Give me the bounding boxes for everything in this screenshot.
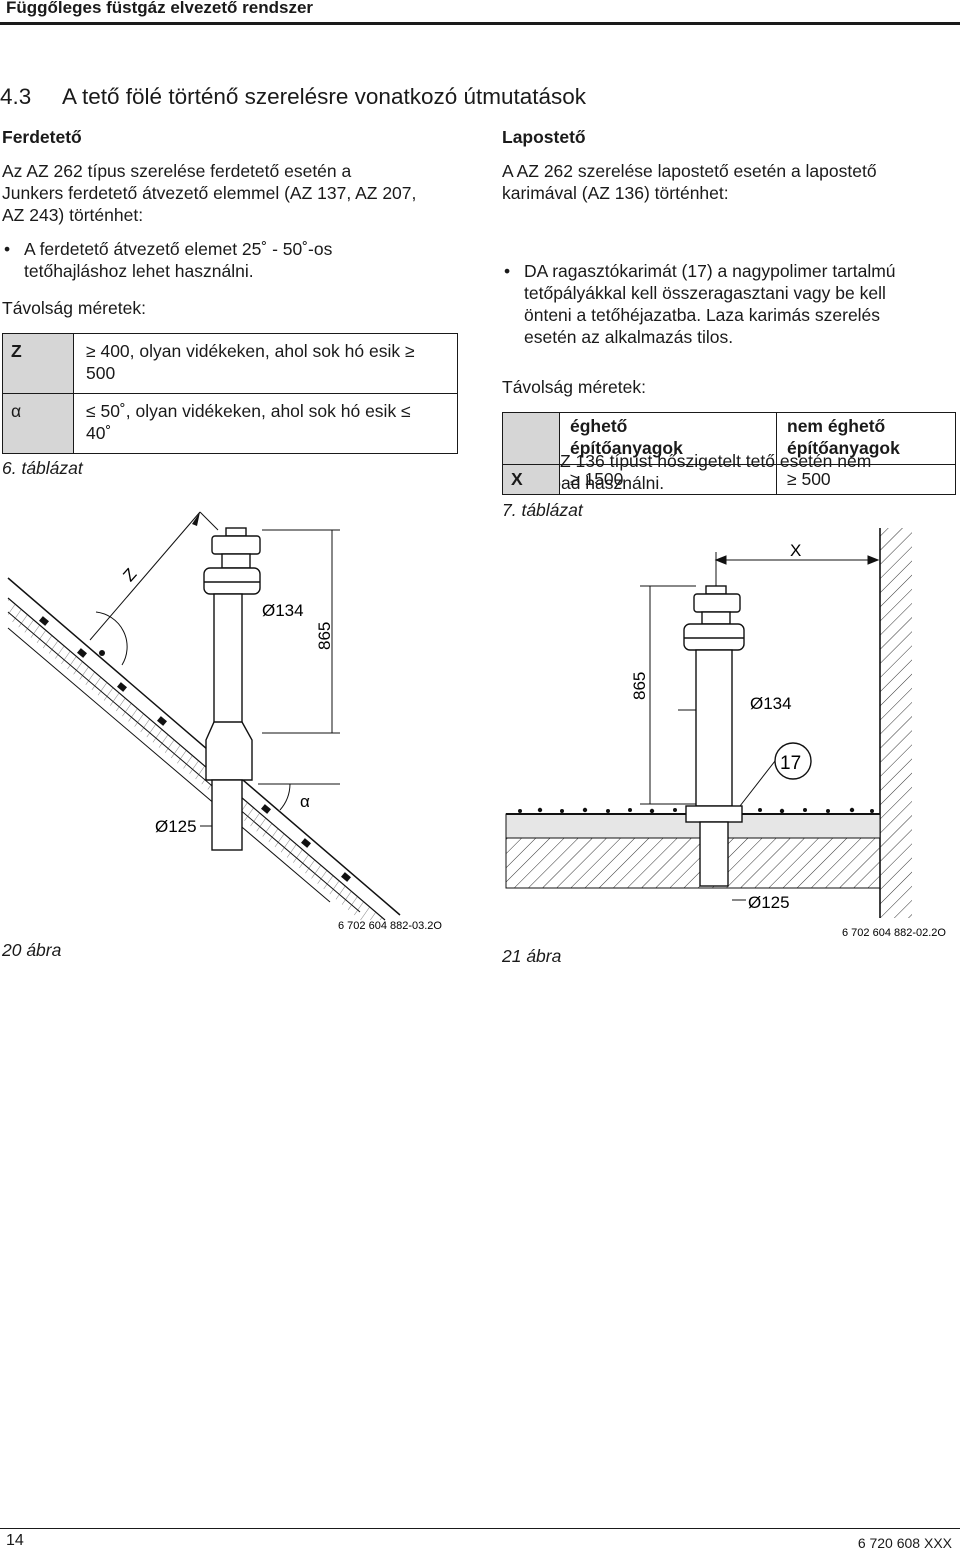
- left-intro-line: Junkers ferdetető átvezető elemmel (AZ 1…: [2, 183, 417, 203]
- table-row-value: ≥ 400, olyan vidékeken, ahol sok hó esik…: [73, 333, 458, 394]
- table-row-key: X: [502, 464, 560, 495]
- table-row-key: α: [2, 393, 74, 454]
- left-intro-line: Az AZ 262 típus szerelése ferdetető eset…: [2, 161, 352, 181]
- left-intro: Az AZ 262 típus szerelése ferdetető eset…: [2, 160, 462, 226]
- section-title: 4.3 A tető fölé történő szerelésre vonatk…: [0, 84, 586, 110]
- height-dimension: [262, 529, 340, 734]
- col-header-line: építőanyagok: [570, 438, 683, 458]
- figure-20-pitched-roof: Z Ø134 865 α Ø125 6 702 604 882-03.2O: [7, 511, 442, 932]
- right-bullet-line: tetőpályákkal kell összeragasztani vagy …: [524, 283, 886, 303]
- left-bullet: A ferdetető átvezető elemet 25˚ - 50˚-os…: [2, 238, 484, 282]
- right-bullet-line: DA ragasztókarimát (17) a nagypolimer ta…: [524, 261, 896, 281]
- label-alpha: α: [300, 792, 310, 811]
- figure-20-code: 6 702 604 882-03.2O: [338, 920, 442, 932]
- flue-pipe: [683, 585, 745, 887]
- doc-number: 6 720 608 XXX: [857, 1535, 952, 1551]
- table-row-value-line: ≤ 50˚, olyan vidékeken, ahol sok hó esik…: [86, 401, 411, 421]
- right-bullet-1: DA ragasztókarimát (17) a nagypolimer ta…: [502, 260, 960, 348]
- wall: [879, 528, 912, 918]
- label-dia-134: Ø134: [750, 694, 792, 713]
- label-865: 865: [315, 622, 334, 650]
- right-bullet-line: esetén az alkalmazás tilos.: [524, 327, 734, 347]
- right-heading: Lapostető: [502, 127, 586, 147]
- table-row-key: Z: [2, 333, 74, 394]
- table-row-value-line: 40˚: [86, 423, 112, 443]
- table-row: Z ≥ 400, olyan vidékeken, ahol sok hó es…: [2, 333, 458, 394]
- right-intro: A AZ 262 szerelése lapostető esetén a la…: [502, 160, 952, 204]
- section-number: 4.3: [0, 84, 32, 109]
- z-dimension: [89, 511, 219, 666]
- right-distance-label: Távolság méretek:: [502, 377, 646, 397]
- table-row: α ≤ 50˚, olyan vidékeken, ahol sok hó es…: [2, 393, 458, 454]
- table-header-row: éghető építőanyagok nem éghető építőanya…: [502, 412, 956, 465]
- table-corner-cell: [502, 412, 560, 465]
- right-bullet-line: önteni a tetőhéjazatba. Laza karimás sze…: [524, 305, 881, 325]
- height-dimension: [640, 585, 696, 805]
- col-header-line: éghető: [570, 416, 628, 436]
- left-bullet-line: tetőhajláshoz lehet használni.: [24, 261, 254, 281]
- label-17: 17: [780, 753, 801, 774]
- label-z: Z: [119, 565, 140, 585]
- figure-21-code: 6 702 604 882-02.2O: [842, 927, 946, 939]
- distance-table-7: éghető építőanyagok nem éghető építőanya…: [502, 412, 956, 495]
- label-dia-134: Ø134: [262, 601, 304, 620]
- table-col-header: éghető építőanyagok: [559, 412, 777, 465]
- footer-rule: [0, 1528, 960, 1529]
- callout-17: [739, 742, 812, 807]
- header-rule: [0, 22, 960, 25]
- table-7-caption: 7. táblázat: [502, 500, 583, 520]
- table-col-header: nem éghető építőanyagok: [776, 412, 956, 465]
- col-header-line: nem éghető: [787, 416, 886, 436]
- left-intro-line: AZ 243) történhet:: [2, 205, 144, 225]
- right-intro-line: A AZ 262 szerelése lapostető esetén a la…: [502, 161, 877, 181]
- flue-pipe: [203, 527, 261, 851]
- figure-21-flat-roof: X 865 Ø134 17 Ø125 6 702 604 882-02.2: [505, 528, 946, 939]
- roof-slope: [7, 577, 401, 921]
- figure-21-caption: 21 ábra: [502, 946, 562, 966]
- label-865: 865: [630, 672, 649, 700]
- left-distance-label: Távolság méretek:: [2, 298, 146, 318]
- table-row-value: ≥ 1500: [559, 464, 777, 495]
- table-6-caption: 6. táblázat: [2, 458, 83, 478]
- col-header-line: építőanyagok: [787, 438, 900, 458]
- left-heading: Ferdetető: [2, 127, 82, 147]
- label-x: X: [790, 541, 801, 560]
- alpha-angle: [258, 783, 340, 811]
- right-intro-line: karimával (AZ 136) történhet:: [502, 183, 729, 203]
- table-row-value-line: 500: [86, 363, 116, 383]
- label-dia-125: Ø125: [748, 893, 790, 912]
- table-row-value: ≤ 50˚, olyan vidékeken, ahol sok hó esik…: [73, 393, 458, 454]
- running-header: Függőleges füstgáz elvezető rendszer: [6, 0, 314, 17]
- section-title-text: A tető fölé történő szerelésre vonatkozó…: [62, 84, 587, 109]
- table-row: X ≥ 1500 ≥ 500: [502, 464, 956, 495]
- left-bullet-line: A ferdetető átvezető elemet 25˚ - 50˚-os: [24, 239, 333, 259]
- table-row-value: ≥ 500: [776, 464, 956, 495]
- table-row-value-line: ≥ 400, olyan vidékeken, ahol sok hó esik…: [86, 341, 415, 361]
- flat-roof: [505, 807, 881, 889]
- distance-table-6: Z ≥ 400, olyan vidékeken, ahol sok hó es…: [2, 333, 458, 454]
- figure-20-caption: 20 ábra: [2, 940, 62, 960]
- page-number: 14: [6, 1532, 24, 1549]
- label-dia-125: Ø125: [155, 817, 197, 836]
